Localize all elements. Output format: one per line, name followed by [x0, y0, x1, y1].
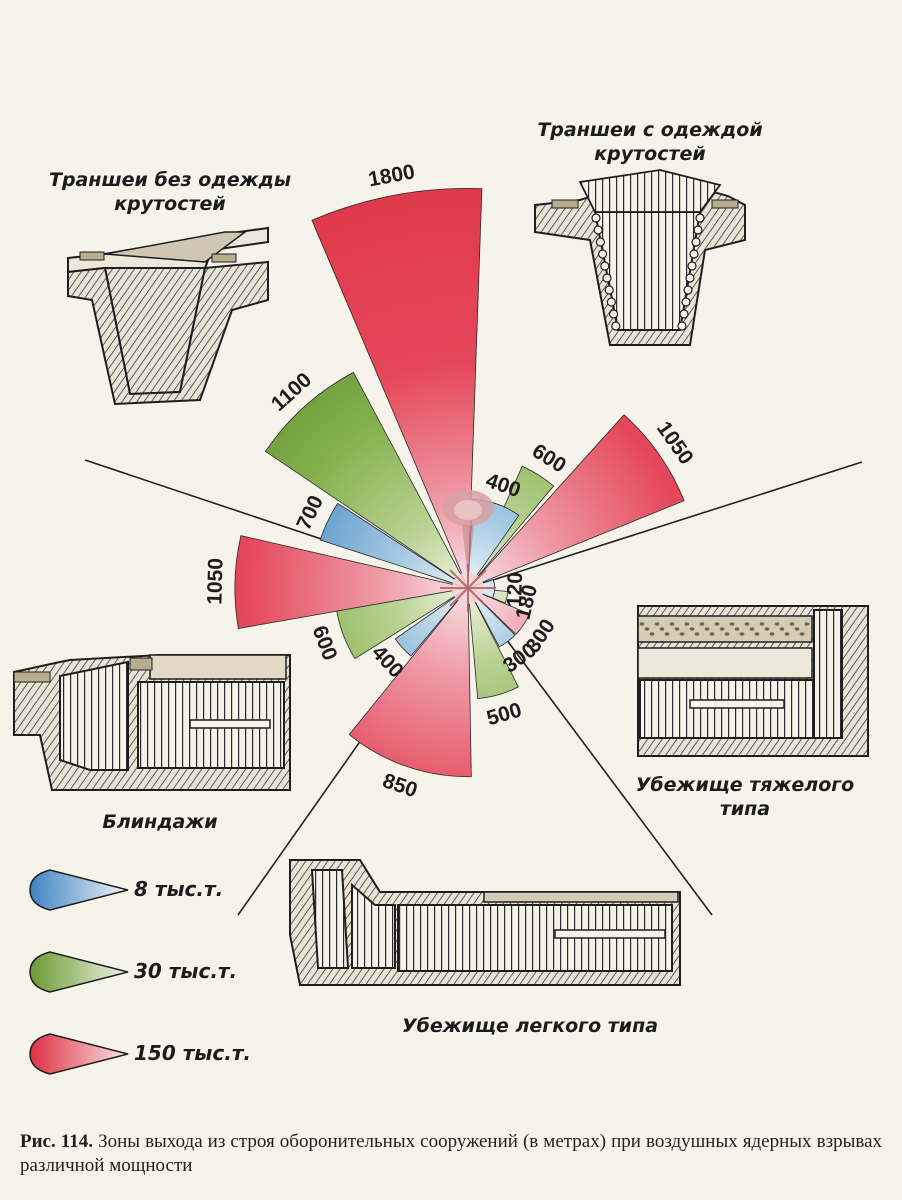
lining-ring [608, 309, 619, 319]
label-heavy-shelter: Убежище тяжелого типа [635, 774, 855, 820]
sector-trench-unlined-green [264, 371, 469, 589]
gravel-stone [789, 622, 795, 626]
lining-ring [677, 321, 687, 331]
dugout-illustration [13, 654, 291, 791]
gravel-stone [749, 627, 755, 631]
gravel-stone [754, 632, 760, 636]
value-label-dugout-red: 1050 [203, 558, 227, 605]
value-label-trench-unlined-blue: 700 [292, 492, 328, 534]
gravel-stone [794, 627, 800, 631]
lining-ring [681, 297, 691, 307]
trench-unlined-illustration [67, 226, 269, 406]
gravel-stone [734, 627, 740, 631]
sector-light-shelter-red [348, 586, 472, 778]
gravel-stone [774, 622, 780, 626]
lining-ring [691, 237, 701, 247]
lining-ring [679, 309, 689, 319]
value-label-light-shelter-green: 500 [484, 698, 524, 730]
label-dugout: Блиндажи [102, 811, 218, 833]
gravel-stone [659, 627, 665, 631]
sector-light-shelter-green [467, 587, 519, 700]
legend-label-8kt: 8 тыс.т. [134, 877, 224, 901]
legend-swatch-8kt [29, 869, 129, 911]
gravel-stone [639, 622, 645, 626]
gravel-stone [689, 627, 695, 631]
trench-lined-illustration [534, 169, 746, 346]
value-label-light-shelter-red: 850 [380, 769, 421, 802]
label-light-shelter: Убежище легкого типа [401, 1015, 659, 1037]
gravel-stone [709, 632, 715, 636]
gravel-stone [704, 627, 710, 631]
lining-ring [604, 285, 614, 295]
lining-ring [685, 273, 695, 283]
gravel-stone [714, 622, 720, 626]
lining-ring [602, 273, 612, 283]
lining-ring [693, 225, 703, 235]
gravel-stone [769, 632, 775, 636]
gravel-stone [764, 627, 770, 631]
figure-caption-text: Зоны выхода из строя оборонительных соор… [20, 1131, 882, 1176]
lining-ring [606, 297, 617, 307]
legend-swatch-150kt [29, 1033, 129, 1075]
gravel-stone [799, 632, 805, 636]
sector-dugout-red [234, 535, 469, 629]
legend-label-150kt: 150 тыс.т. [134, 1041, 252, 1065]
sector-trench-lined-red [467, 414, 685, 589]
gravel-stone [779, 627, 785, 631]
value-label-trench-lined-green: 600 [528, 439, 570, 477]
legend-label-30kt: 30 тыс.т. [134, 959, 238, 983]
divider-line-lower-right [467, 587, 713, 916]
lining-ring [687, 261, 697, 271]
gravel-stone [669, 622, 675, 626]
heavy-shelter-illustration [637, 605, 869, 757]
gravel-stone [644, 627, 650, 631]
gravel-stone [679, 632, 685, 636]
legend-swatches [29, 869, 129, 1075]
explosion-burst [440, 490, 496, 612]
sector-trench-unlined-red [311, 187, 483, 589]
gravel-stone [649, 632, 655, 636]
lining-ring [695, 213, 705, 223]
sector-trench-unlined-blue [319, 502, 469, 589]
gravel-stone [804, 622, 810, 626]
lining-ring [591, 213, 601, 223]
sector-heavy-shelter-red [467, 587, 530, 635]
lining-ring [597, 249, 608, 259]
value-label-trench-lined-blue: 400 [483, 469, 524, 502]
gravel-stone [719, 627, 725, 631]
gravel-stone [724, 632, 730, 636]
gravel-stone [699, 622, 705, 626]
light-shelter-illustration [289, 859, 681, 986]
gravel-stone [694, 632, 700, 636]
lining-ring [600, 261, 610, 271]
lining-ring [595, 237, 606, 247]
value-label-trench-unlined-red: 1800 [367, 160, 417, 191]
gravel-stone [784, 632, 790, 636]
gravel-stone [759, 622, 765, 626]
gravel-stone [654, 622, 660, 626]
lining-ring [683, 285, 693, 295]
gravel-stone [674, 627, 680, 631]
figure-caption: Рис. 114. Зоны выхода из строя обороните… [20, 1130, 882, 1178]
value-label-dugout-green: 600 [308, 623, 342, 664]
legend-swatch-30kt [29, 951, 129, 993]
sector-dugout-green [336, 587, 469, 660]
value-label-heavy-shelter-blue: 120 [503, 572, 527, 608]
gravel-stone [684, 622, 690, 626]
lining-ring [611, 321, 621, 331]
figure-number: Рис. 114. [20, 1131, 93, 1152]
gravel-stone [744, 622, 750, 626]
sector-light-shelter-blue [467, 587, 516, 648]
label-trench-unlined: Траншеи без одежды крутостей [48, 169, 292, 215]
lining-ring [689, 249, 699, 259]
gravel-stone [729, 622, 735, 626]
divider-line-right [467, 461, 863, 589]
gravel-stone [739, 632, 745, 636]
label-trench-lined: Траншеи с одеждой крутостей [537, 119, 763, 165]
sectors-group [234, 187, 685, 778]
gravel-stone [664, 632, 670, 636]
lining-ring [593, 225, 603, 235]
